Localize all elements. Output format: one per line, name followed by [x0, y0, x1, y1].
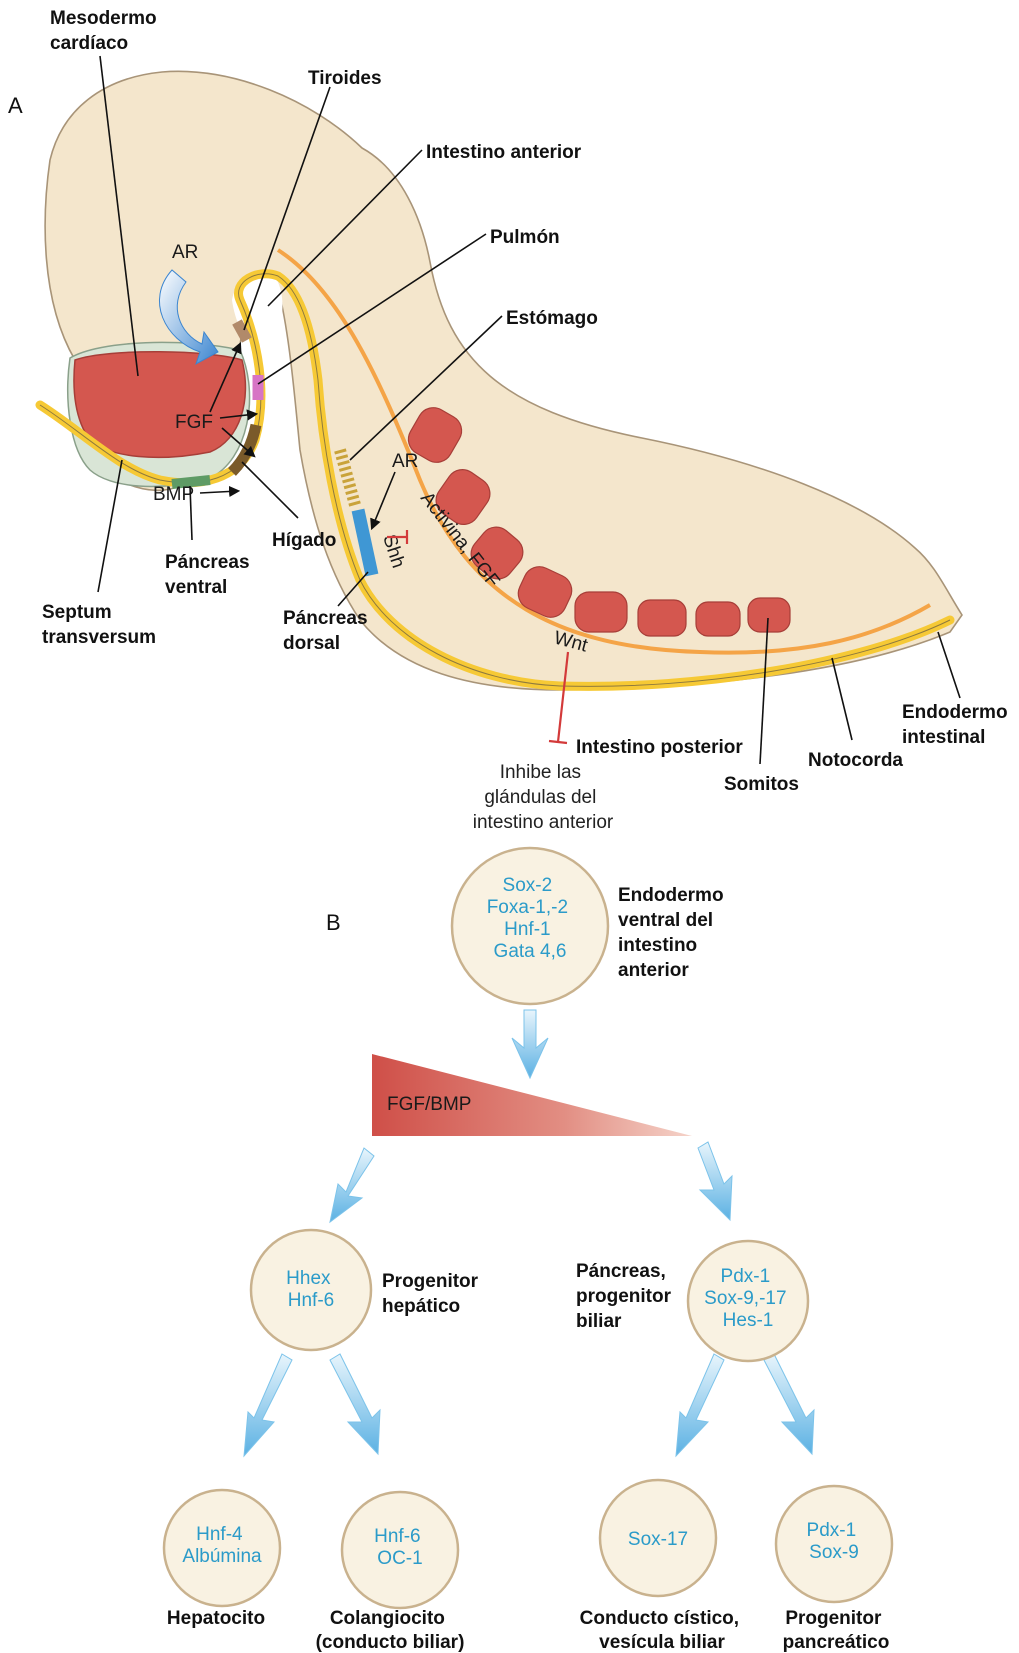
- hepatic-progenitor-label: Progenitor hepático: [382, 1271, 483, 1317]
- signal-ar-mid: AR: [392, 451, 418, 472]
- leaf-genes: Sox-17: [628, 1529, 688, 1550]
- somite: [748, 598, 790, 632]
- label-endodermo-intestinal: Endodermo intestinal: [902, 702, 1013, 748]
- label-estomago: Estómago: [506, 308, 598, 329]
- signal-fgf: FGF: [175, 412, 213, 433]
- label-pancreas-dorsal: Páncreas dorsal: [283, 608, 373, 654]
- label-inhibe: Inhibe las glándulas del intestino anter…: [473, 762, 614, 833]
- hepatic-progenitor-node: Hhex Hnf-6 Progenitor hepático: [251, 1230, 483, 1350]
- label-higado: Hígado: [272, 530, 336, 551]
- signal-bmp: BMP: [153, 484, 194, 505]
- leader-higado: [242, 462, 298, 518]
- leaf-colangiocito: Hnf-6 OC-1 Colangiocito (conducto biliar…: [316, 1492, 465, 1653]
- somite: [638, 600, 686, 636]
- arrow-to-colangiocito: [330, 1354, 380, 1454]
- leaf-hepatocito: Hnf-4 Albúmina Hepatocito: [164, 1490, 280, 1629]
- fgf-bmp-label: FGF/BMP: [387, 1094, 471, 1115]
- panel-a-letter: A: [8, 93, 23, 118]
- leaf-label: Progenitor pancreático: [783, 1608, 890, 1653]
- leaf-label: Colangiocito (conducto biliar): [316, 1608, 465, 1653]
- leaf-genes: Pdx-1 Sox-9: [807, 1520, 862, 1563]
- panel-b-letter: B: [326, 910, 341, 935]
- leaf-genes: Hnf-6 OC-1: [374, 1526, 426, 1569]
- label-septum-transversum: Septum transversum: [42, 602, 156, 648]
- label-intestino-anterior: Intestino anterior: [426, 142, 582, 163]
- arrow-to-conducto: [676, 1354, 724, 1456]
- label-tiroides: Tiroides: [308, 68, 382, 89]
- arrow-to-hepatic: [330, 1148, 374, 1222]
- somite: [696, 602, 740, 636]
- label-notocorda: Notocorda: [808, 750, 903, 771]
- signal-ar-top: AR: [172, 242, 198, 263]
- bmp-to-liver-arrow: [200, 491, 238, 493]
- label-somitos: Somitos: [724, 774, 799, 795]
- leaf-conducto-cistico: Sox-17 Conducto cístico, vesícula biliar: [580, 1480, 745, 1653]
- pancreatic-progenitor-node: Pdx-1 Sox-9,-17 Hes-1 Páncreas, progenit…: [576, 1241, 808, 1361]
- arrow-to-hepatocito: [244, 1354, 292, 1456]
- top-node: Sox-2 Foxa-1,-2 Hnf-1 Gata 4,6 Endodermo…: [452, 848, 729, 1004]
- arrow-top-down: [512, 1010, 548, 1078]
- leader-notocorda: [832, 658, 852, 740]
- leaf-label: Conducto cístico, vesícula biliar: [580, 1608, 745, 1653]
- arrow-to-progenitor-pancreatico: [764, 1354, 814, 1454]
- leaf-progenitor-pancreatico: Pdx-1 Sox-9 Progenitor pancreático: [776, 1486, 892, 1653]
- cardiac-mesoderm: [74, 352, 246, 458]
- somite: [575, 592, 627, 632]
- label-intestino-posterior: Intestino posterior: [576, 737, 743, 758]
- label-pancreas-ventral: Páncreas ventral: [165, 552, 255, 598]
- label-mesodermo-cardiaco: Mesodermo cardíaco: [50, 8, 162, 54]
- top-node-label: Endodermo ventral del intestino anterior: [618, 885, 729, 981]
- leader-endodermo: [938, 632, 960, 698]
- label-pulmon: Pulmón: [490, 227, 560, 248]
- pancreatic-progenitor-label: Páncreas, progenitor biliar: [576, 1261, 676, 1332]
- leaf-label: Hepatocito: [167, 1608, 265, 1629]
- arrow-to-pancreatic: [698, 1142, 732, 1220]
- hepatic-progenitor-genes: Hhex Hnf-6: [286, 1268, 336, 1311]
